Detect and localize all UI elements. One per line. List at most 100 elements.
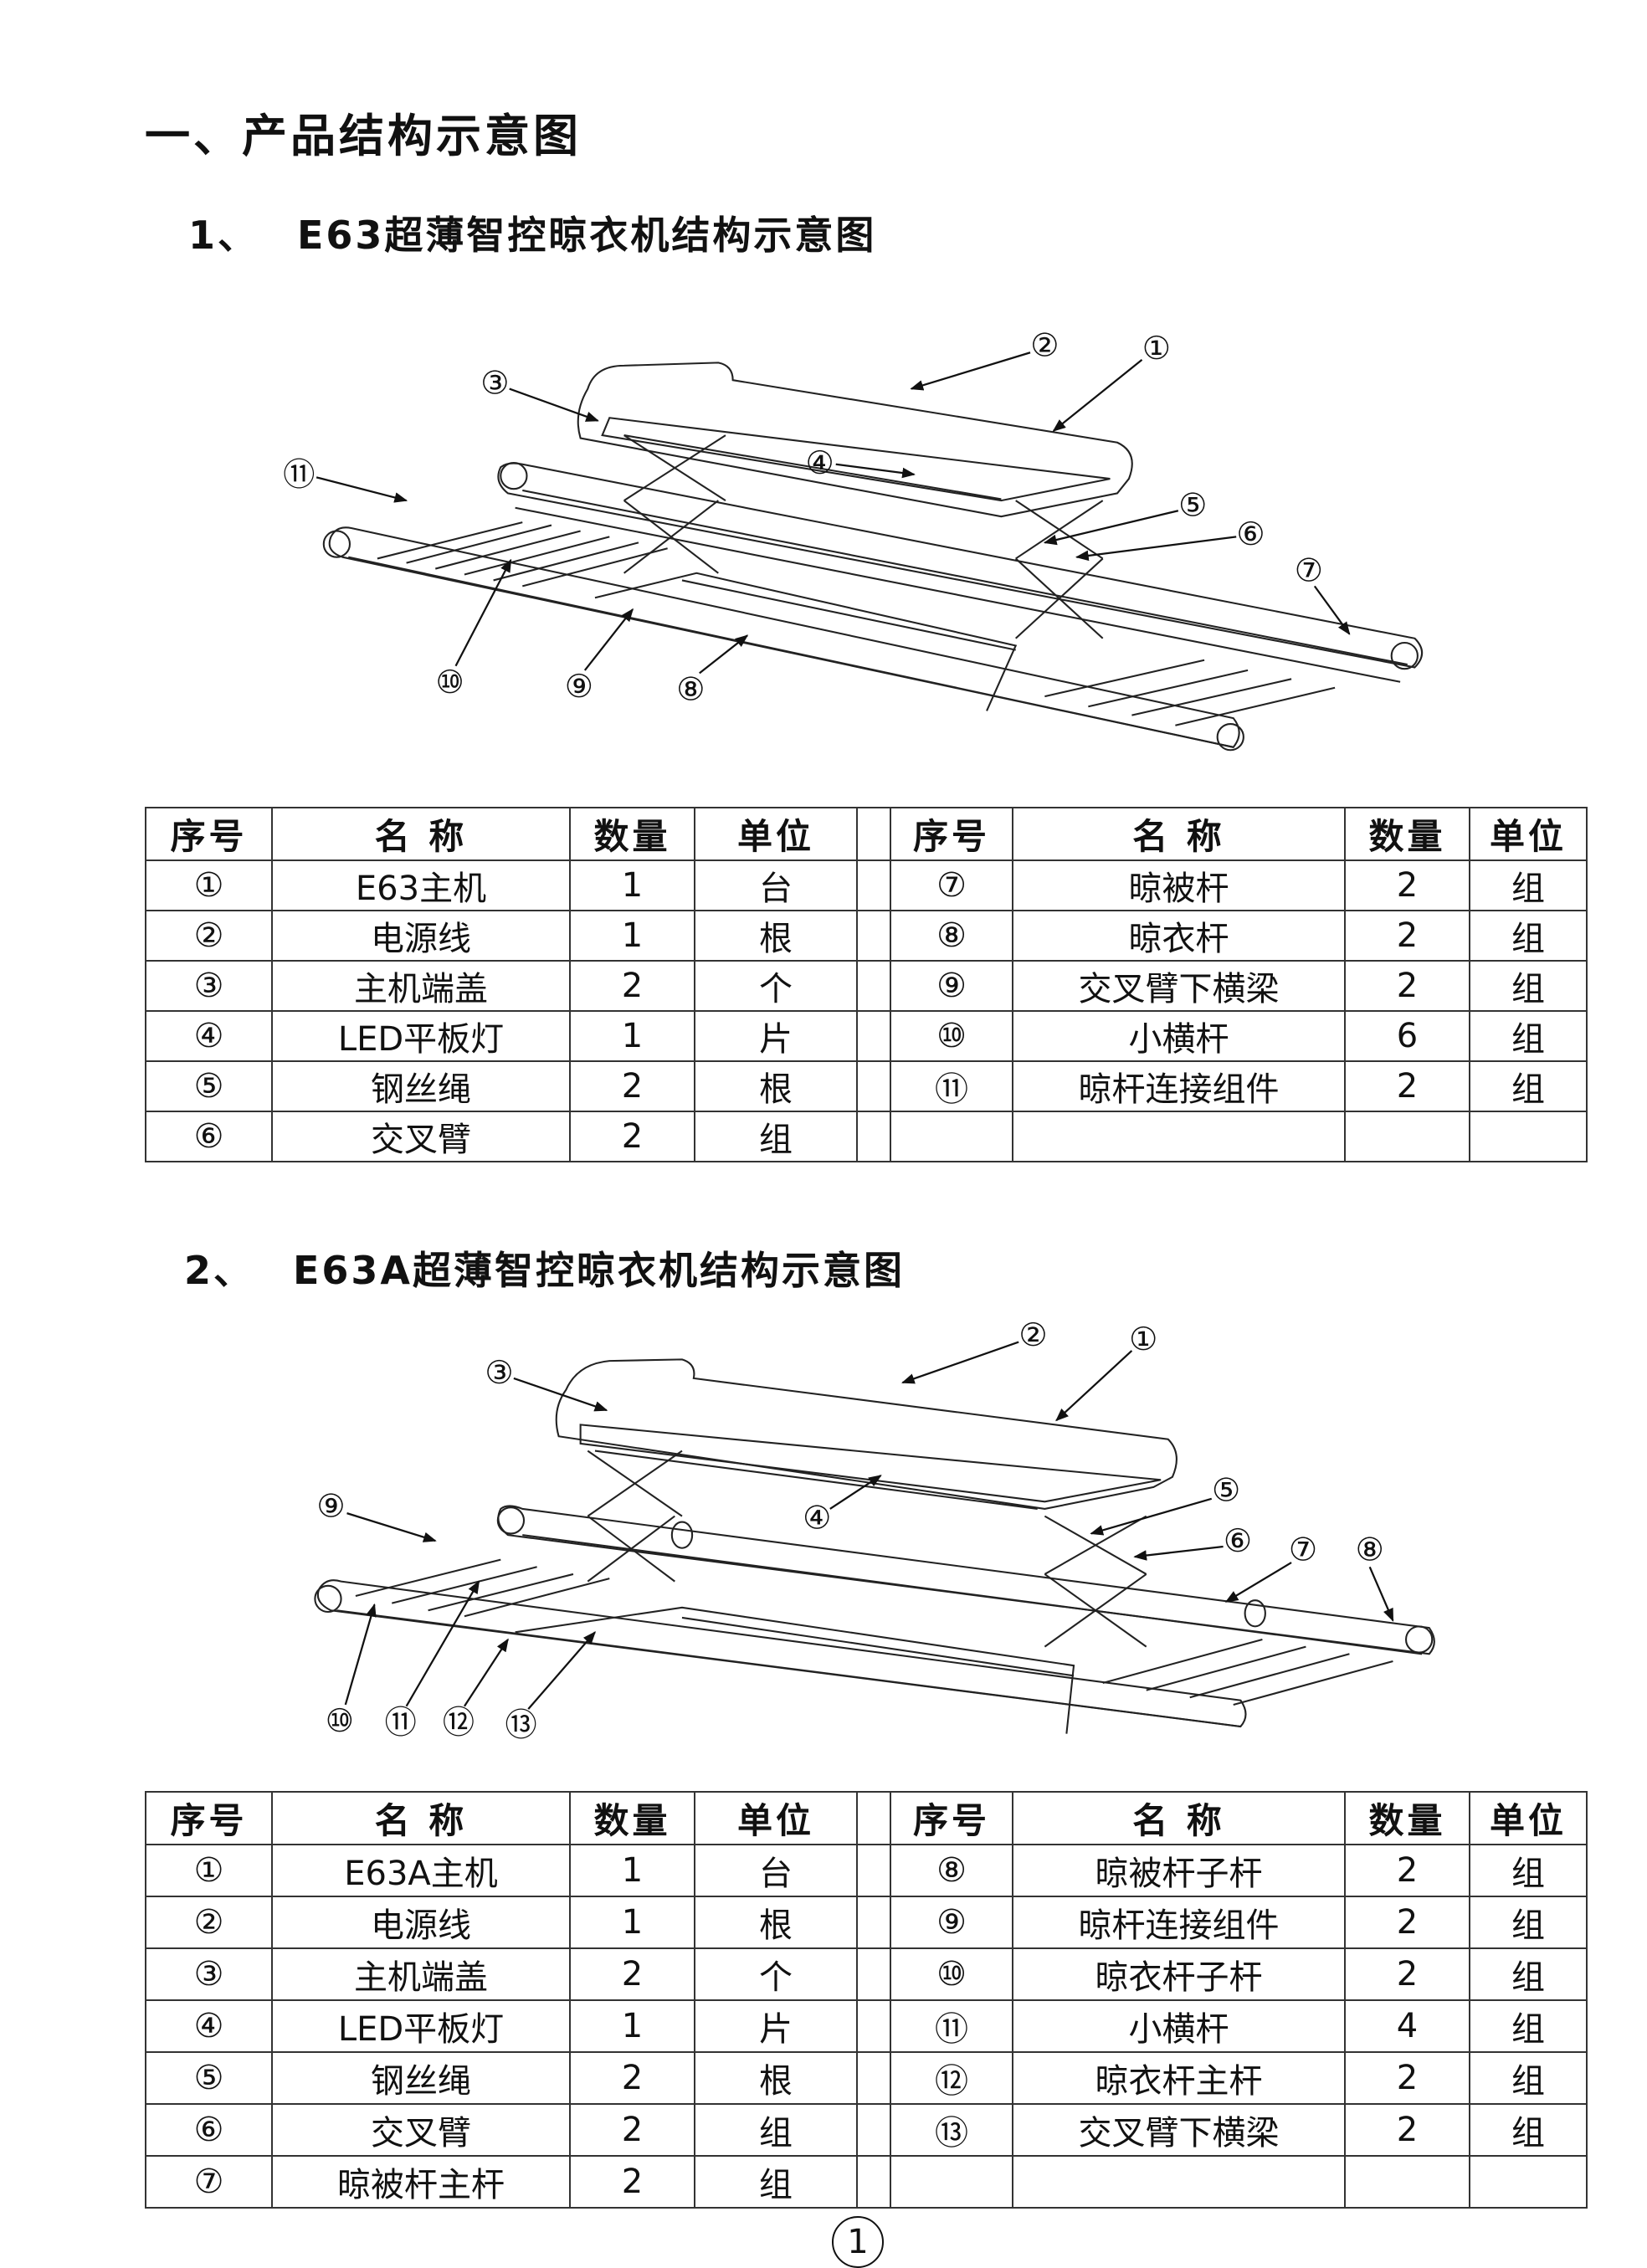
cell-no: ⑧ xyxy=(890,1844,1013,1897)
cell-name: 小横杆 xyxy=(1012,1010,1346,1062)
cell-no: ⑩ xyxy=(890,1947,1013,2001)
cell-name: 交叉臂 xyxy=(271,1111,571,1162)
spacer-cell xyxy=(856,1010,891,1062)
spacer-cell xyxy=(856,910,891,962)
callout-8: ⑧ xyxy=(676,670,705,707)
cell-no: ⑦ xyxy=(890,859,1013,911)
cell-unit: 组 xyxy=(1469,1844,1588,1897)
cell-unit: 组 xyxy=(1469,960,1588,1012)
cell-name: 晾被杆主杆 xyxy=(271,2155,571,2209)
cell-qty: 2 xyxy=(1344,1844,1470,1897)
cell-name: 小横杆 xyxy=(1012,1999,1346,2053)
cell-no: ② xyxy=(145,1896,273,1949)
spacer-cell xyxy=(856,2051,891,2105)
callout-1: ① xyxy=(1142,330,1171,367)
header-cell: 数量 xyxy=(569,807,695,861)
diagram1-drawing xyxy=(322,362,1424,752)
cell-qty: 2 xyxy=(1344,1896,1470,1949)
empty-cell xyxy=(1469,1111,1588,1162)
cell-unit: 组 xyxy=(1469,910,1588,962)
diagram1-callout-lines xyxy=(316,351,1351,675)
cell-unit: 组 xyxy=(1469,2051,1588,2105)
cell-no: ⑥ xyxy=(145,1111,273,1162)
spacer-cell xyxy=(856,960,891,1012)
callout-7: ⑦ xyxy=(1289,1531,1317,1568)
cell-unit: 个 xyxy=(694,960,858,1012)
cell-qty: 2 xyxy=(1344,960,1470,1012)
cell-unit: 组 xyxy=(1469,1947,1588,2001)
cell-qty: 1 xyxy=(569,859,695,911)
cell-qty: 2 xyxy=(569,1947,695,2001)
spacer-cell xyxy=(856,1844,891,1897)
diagram2-callout-lines xyxy=(344,1341,1394,1710)
cell-no: ④ xyxy=(145,1010,273,1062)
cell-name: 晾被杆 xyxy=(1012,859,1346,911)
cell-no: ⑩ xyxy=(890,1010,1013,1062)
callout-4: ④ xyxy=(806,444,834,481)
cell-qty: 2 xyxy=(1344,2051,1470,2105)
callout-5: ⑤ xyxy=(1212,1471,1240,1508)
cell-no: ⑨ xyxy=(890,1896,1013,1949)
cell-qty: 2 xyxy=(1344,2103,1470,2157)
cell-qty: 2 xyxy=(569,2051,695,2105)
header-cell: 单位 xyxy=(1469,1791,1588,1845)
callout-9: ⑨ xyxy=(316,1487,345,1524)
cell-name: 钢丝绳 xyxy=(271,2051,571,2105)
cell-no: ⑤ xyxy=(145,1060,273,1112)
cell-name: 晾衣杆 xyxy=(1012,910,1346,962)
callout-2: ② xyxy=(1018,1316,1047,1353)
cell-qty: 2 xyxy=(1344,1060,1470,1112)
callout-8: ⑧ xyxy=(1356,1531,1384,1568)
callout-11: ⑪ xyxy=(385,1704,417,1741)
diagram2-title: E63A超薄智控晾衣机结构示意图 xyxy=(293,1248,906,1293)
cell-name: 电源线 xyxy=(271,1896,571,1949)
cell-unit: 根 xyxy=(694,1060,858,1112)
cell-name: 主机端盖 xyxy=(271,960,571,1012)
cell-name: 交叉臂下横梁 xyxy=(1012,960,1346,1012)
cell-no: ① xyxy=(145,1844,273,1897)
cell-name: 晾被杆子杆 xyxy=(1012,1844,1346,1897)
cell-unit: 组 xyxy=(1469,859,1588,911)
cell-name: 晾衣杆子杆 xyxy=(1012,1947,1346,2001)
cell-name: 晾杆连接组件 xyxy=(1012,1060,1346,1112)
cell-qty: 2 xyxy=(1344,859,1470,911)
header-cell: 序号 xyxy=(890,807,1013,861)
cell-no: ⑫ xyxy=(890,2051,1013,2105)
callout-2: ② xyxy=(1030,327,1059,364)
callout-13: ⑬ xyxy=(505,1706,536,1743)
cell-no: ⑨ xyxy=(890,960,1013,1012)
cell-no: ① xyxy=(145,859,273,911)
spacer-cell xyxy=(856,1111,891,1162)
empty-cell xyxy=(890,2155,1013,2209)
callout-10: ⑩ xyxy=(326,1702,354,1739)
cell-unit: 片 xyxy=(694,1010,858,1062)
header-cell: 名 称 xyxy=(1012,1791,1346,1845)
cell-unit: 片 xyxy=(694,1999,858,2053)
cell-no: ⑧ xyxy=(890,910,1013,962)
header-cell: 数量 xyxy=(1344,807,1470,861)
cell-unit: 根 xyxy=(694,2051,858,2105)
cell-unit: 组 xyxy=(1469,1999,1588,2053)
diagram2-number: 2、 xyxy=(184,1248,255,1293)
cell-qty: 2 xyxy=(569,960,695,1012)
callout-5: ⑤ xyxy=(1178,486,1207,523)
cell-no: ⑥ xyxy=(145,2103,273,2157)
cell-name: 交叉臂下横梁 xyxy=(1012,2103,1346,2157)
header-cell: 单位 xyxy=(694,1791,858,1845)
header-cell: 序号 xyxy=(890,1791,1013,1845)
cell-qty: 6 xyxy=(1344,1010,1470,1062)
cell-name: LED平板灯 xyxy=(271,1010,571,1062)
cell-name: 晾杆连接组件 xyxy=(1012,1896,1346,1949)
spacer-cell xyxy=(856,859,891,911)
